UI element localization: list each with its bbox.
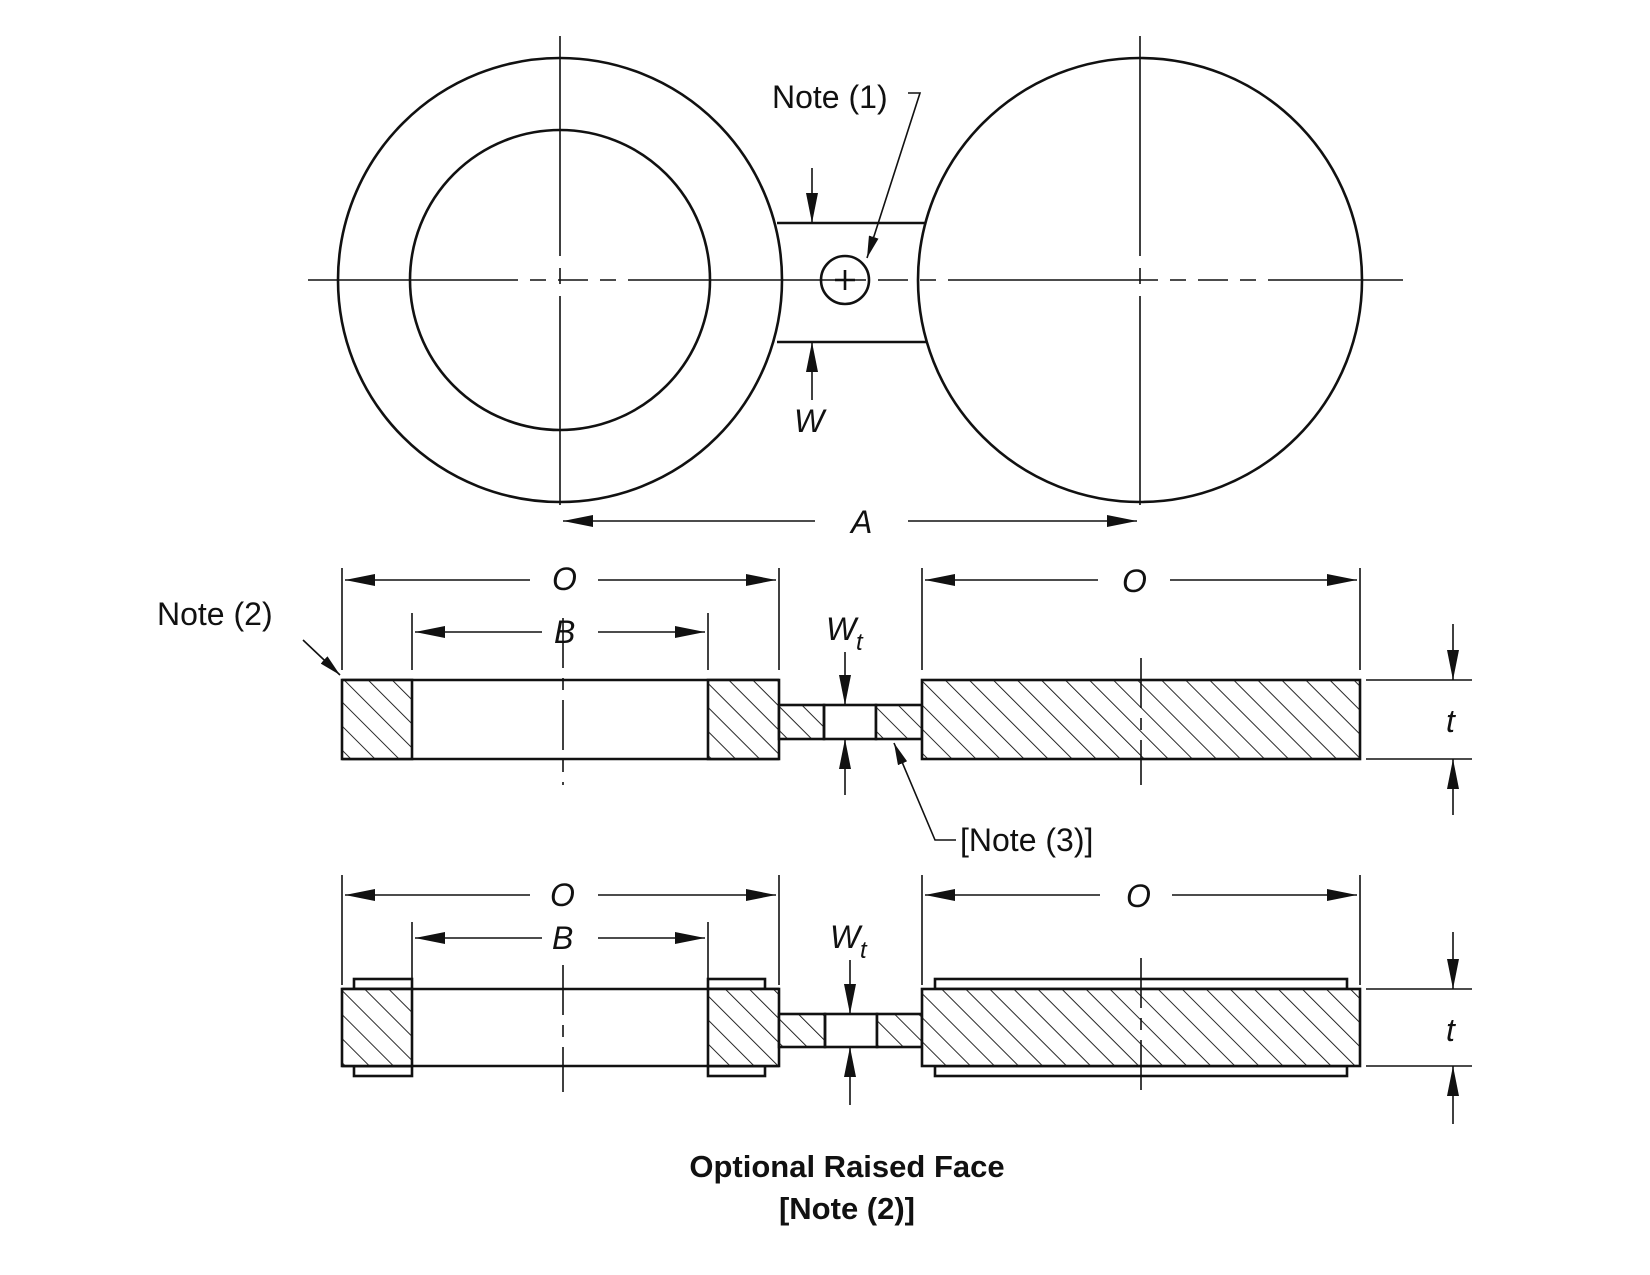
- wt-subscript-2: t: [860, 937, 868, 964]
- t-label-2: t: [1446, 1012, 1456, 1048]
- caption-line-2: [Note (2)]: [779, 1191, 915, 1226]
- note-2-label: Note (2): [157, 596, 273, 632]
- left-ring-section-hatch-l: [340, 678, 414, 761]
- note-2-leader: [302, 639, 341, 676]
- note-1-label: Note (1): [772, 79, 888, 115]
- left-ring-section-hatch-r: [706, 678, 781, 761]
- b-label: B: [554, 614, 575, 650]
- o-right-label: O: [1122, 563, 1147, 599]
- caption-line-1: Optional Raised Face: [689, 1149, 1004, 1184]
- b-label-2: B: [552, 920, 573, 956]
- raised-face-section-view: O B O W t: [340, 875, 1472, 1124]
- rf-left-ring-hatch-r: [706, 987, 781, 1068]
- web-section-hatch-r: [874, 703, 924, 741]
- wt-label-2: W: [830, 919, 863, 955]
- wt-subscript: t: [856, 629, 864, 656]
- wt-label: W: [826, 611, 859, 647]
- w-label: W: [794, 403, 827, 439]
- lifting-hole-icon: [819, 254, 871, 306]
- web-hole: [822, 703, 878, 741]
- a-label: A: [849, 504, 872, 540]
- t-label: t: [1446, 703, 1456, 739]
- note-3-label: [Note (3)]: [960, 822, 1093, 858]
- o-left-label: O: [552, 561, 577, 597]
- note-3-leader: [893, 742, 956, 841]
- plan-view: Note (1) W A: [308, 36, 1403, 540]
- rf-left-ring-hatch-l: [340, 987, 414, 1068]
- section-view: O B O Note (2) W t t: [157, 561, 1472, 858]
- note-1-leader: [866, 92, 922, 259]
- o-right-label-2: O: [1126, 878, 1151, 914]
- o-left-label-2: O: [550, 877, 575, 913]
- web-section-hatch-l: [777, 703, 826, 741]
